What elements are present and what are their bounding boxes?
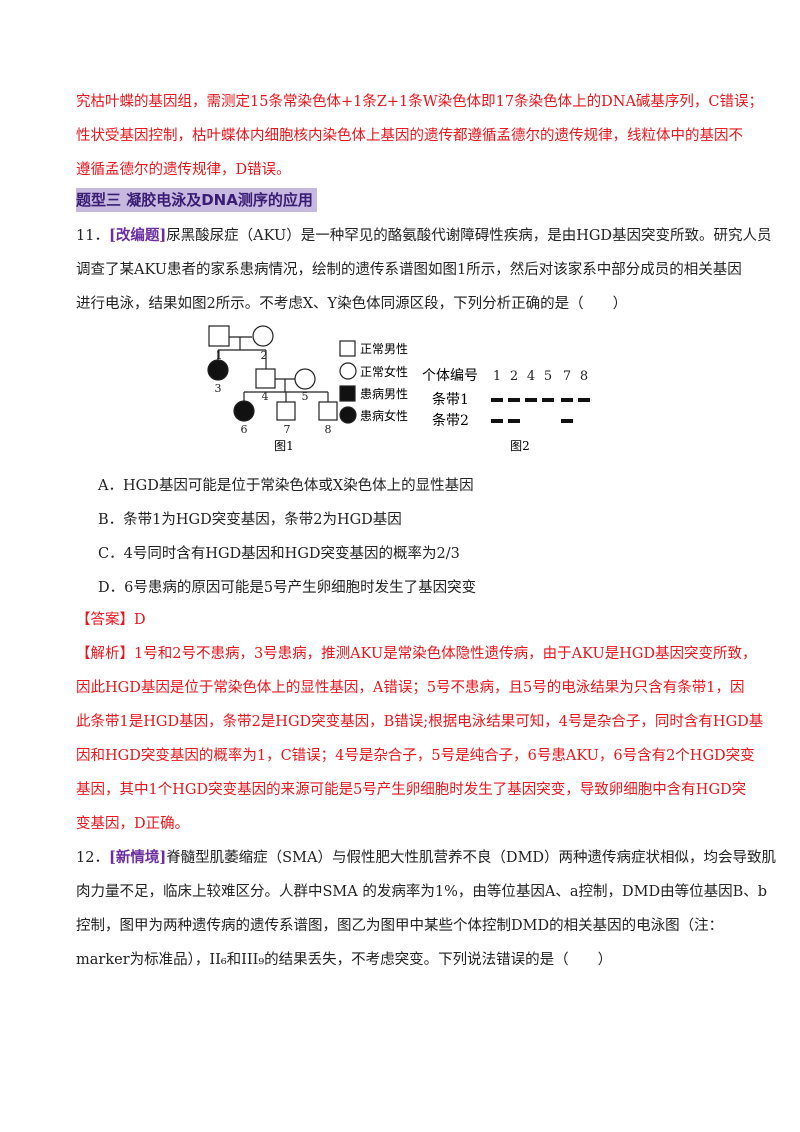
answer-value: D [134, 612, 146, 628]
answer-line: 【答案】D [76, 610, 146, 630]
option-b[interactable]: B．条带1为HGD突变基因，条带2为HGD基因 [98, 512, 402, 528]
q11-tag: [改编题] [108, 227, 167, 244]
pedigree-id-7: 7 [284, 423, 291, 436]
q11-number: 11． [76, 228, 109, 244]
option-a[interactable]: A．HGD基因可能是位于常染色体或X染色体上的显性基因 [98, 478, 474, 494]
pedigree-id-1: 1 [216, 349, 223, 362]
pedigree-id-3: 3 [215, 382, 222, 395]
band-1-lane-4 [525, 398, 537, 402]
q12-tag: [新情境] [108, 849, 167, 866]
intro-line-1: 究枯叶蝶的基因组，需测定15条常染色体+1条Z+1条W染色体即17条染色体上的D… [76, 94, 764, 110]
individual-5-normal-female [294, 368, 316, 390]
band-1-lane-1 [491, 398, 503, 402]
analysis-text-1: 1号和2号不患病，3号患病，推测AKU是常染色体隐性遗传病，由于AKU是HGD基… [134, 646, 757, 662]
pedigree-figure: 1 2 3 4 5 6 7 8 图1 正常男性 正常女性 患病男性 患病女性 [207, 325, 408, 453]
fig2-header: 个体编号 [422, 368, 478, 384]
pedigree-id-8: 8 [325, 423, 332, 436]
legend-normal-female-symbol [339, 362, 357, 380]
electrophoresis-figure: 个体编号 1 2 4 5 7 8 条带1 条带2 图2 [422, 368, 590, 453]
q12-line-3: 控制，图甲为两种遗传病的遗传系谱图，图乙为图甲中某些个体控制DMD的相关基因的电… [76, 918, 724, 934]
individual-4-normal-male [255, 368, 276, 389]
q11-line-3: 进行电泳，结果如图2所示。不考虑X、Y染色体同源区段，下列分析正确的是（ ） [76, 296, 628, 312]
individual-8-normal-male [318, 401, 338, 421]
legend-affected-male: 患病男性 [360, 386, 408, 401]
q11-text-1: 尿黑酸尿症（AKU）是一种罕见的酪氨酸代谢障碍性疾病，是由HGD基因突变所致。研… [166, 228, 772, 244]
band-1-label: 条带1 [432, 391, 469, 408]
individual-1-normal-male [208, 325, 230, 347]
analysis-line-3: 此条带1是HGD基因，条带2是HGD突变基因，B错误;根据电泳结果可知，4号是杂… [76, 714, 764, 730]
legend-affected-female-symbol [339, 406, 357, 424]
option-c[interactable]: C．4号同时含有HGD基因和HGD突变基因的概率为2/3 [98, 546, 460, 562]
analysis-line-1: 【解析】1号和2号不患病，3号患病，推测AKU是常染色体隐性遗传病，由于AKU是… [76, 644, 757, 664]
legend-affected-female: 患病女性 [360, 408, 408, 423]
individual-7-normal-male [276, 401, 296, 421]
band-2-lane-2 [508, 419, 520, 423]
intro-line-2: 性状受基因控制，枯叶蝶体内细胞核内染色体上基因的遗传都遵循孟德尔的遗传规律，线粒… [76, 128, 743, 144]
band-marks [491, 398, 590, 423]
fig2-id-7: 7 [563, 369, 571, 384]
pedigree-id-4: 4 [262, 390, 269, 403]
individual-3-affected-female [207, 359, 229, 381]
q12-line-1: 12．[新情境]脊髓型肌萎缩症（SMA）与假性肥大性肌营养不良（DMD）两种遗传… [76, 848, 776, 868]
fig2-id-4: 4 [527, 369, 535, 384]
fig1-caption: 图1 [274, 439, 294, 453]
q12-line-4: marker为标准品），II₆和III₉的结果丢失，不考虑突变。下列说法错误的是… [76, 952, 613, 968]
pedigree-id-5: 5 [302, 390, 309, 403]
pedigree-id-6: 6 [241, 423, 248, 436]
fig2-id-8: 8 [580, 369, 588, 384]
fig2-id-1: 1 [493, 369, 501, 384]
legend-affected-male-symbol [339, 385, 356, 402]
band-1-lane-2 [508, 398, 520, 402]
q12-text-1: 脊髓型肌萎缩症（SMA）与假性肥大性肌营养不良（DMD）两种遗传病症状相似，均会… [166, 850, 777, 866]
fig2-caption: 图2 [510, 439, 530, 453]
legend-normal-male-symbol [339, 340, 356, 357]
band-2-lane-7 [561, 419, 573, 423]
band-2-label: 条带2 [432, 412, 469, 429]
analysis-line-4: 因和HGD突变基因的概率为1，C错误；4号是杂合子，5号是纯合子，6号患AKU，… [76, 748, 755, 764]
answer-label: 【答案】 [76, 612, 134, 628]
individual-2-normal-female [252, 325, 274, 347]
intro-line-3: 遵循孟德尔的遗传规律，D错误。 [76, 162, 291, 178]
q12-number: 12． [76, 850, 109, 866]
pedigree-id-2: 2 [261, 349, 268, 362]
analysis-line-5: 基因，其中1个HGD突变基因的来源可能是5号产生卵细胞时发生了基因突变，导致卵细… [76, 782, 747, 798]
band-1-lane-8 [578, 398, 590, 402]
legend-normal-female: 正常女性 [360, 364, 408, 379]
q11-line-1: 11．[改编题]尿黑酸尿症（AKU）是一种罕见的酪氨酸代谢障碍性疾病，是由HGD… [76, 226, 772, 246]
q11-line-2: 调查了某AKU患者的家系患病情况，绘制的遗传系谱图如图1所示，然后对该家系中部分… [76, 262, 742, 278]
analysis-line-6: 变基因，D正确。 [76, 816, 190, 832]
band-2-lane-1 [491, 419, 503, 423]
legend-normal-male: 正常男性 [360, 342, 408, 356]
band-1-lane-5 [542, 398, 554, 402]
fig2-id-5: 5 [544, 369, 552, 384]
option-d[interactable]: D．6号患病的原因可能是5号产生卵细胞时发生了基因突变 [98, 580, 477, 596]
analysis-label: 【解析】 [76, 646, 134, 662]
analysis-line-2: 因此HGD基因是位于常染色体上的显性基因，A错误；5号不患病，且5号的电泳结果为… [76, 680, 745, 696]
band-1-lane-7 [561, 398, 573, 402]
section-title: 题型三 凝胶电泳及DNA测序的应用 [76, 188, 317, 212]
fig2-id-2: 2 [510, 369, 518, 384]
q12-line-2: 肉力量不足，临床上较难区分。人群中SMA 的发病率为1%，由等位基因A、a控制，… [76, 884, 768, 900]
individual-6-affected-female [233, 400, 255, 422]
